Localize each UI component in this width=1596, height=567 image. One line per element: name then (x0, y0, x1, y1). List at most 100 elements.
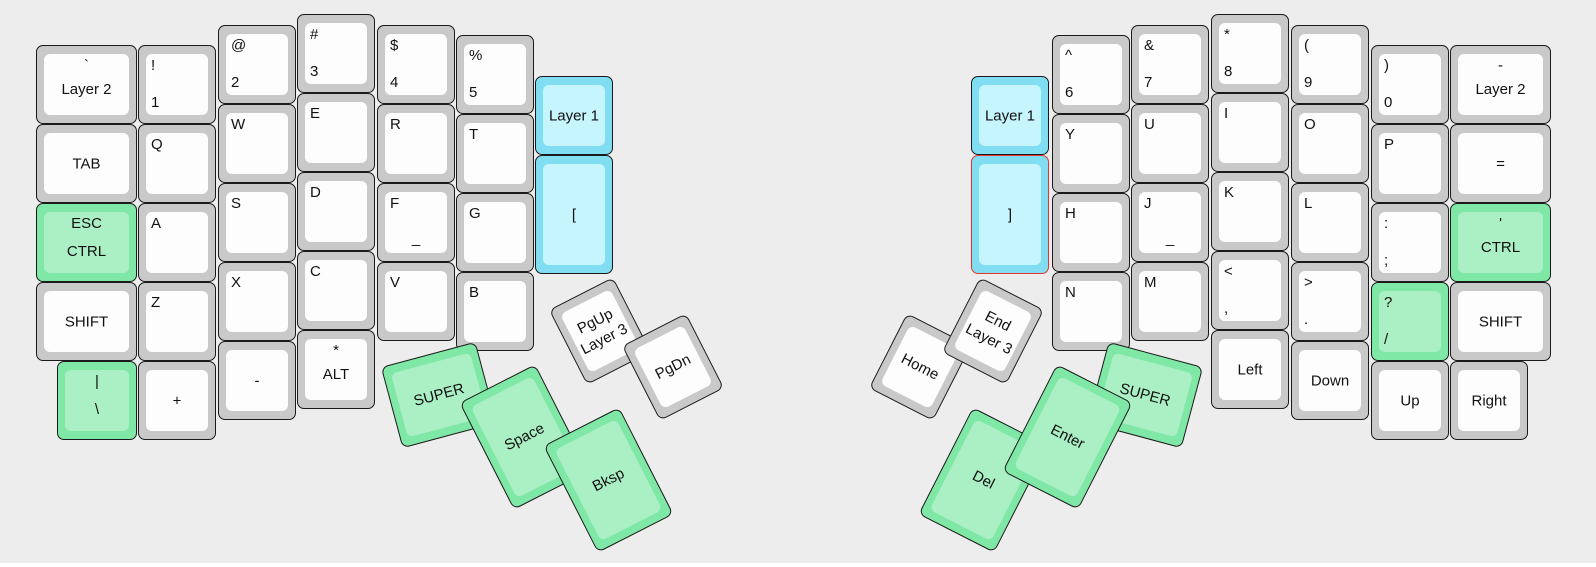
key-l-minus[interactable]: - (218, 341, 296, 420)
keycap-l-z: Z (146, 291, 208, 352)
key-l-alt[interactable]: *ALT (297, 330, 375, 409)
key-l-s[interactable]: S (218, 183, 296, 262)
key-r-m[interactable]: M (1131, 262, 1209, 341)
keycap-r-semi: :; (1379, 212, 1441, 273)
keycap-l-bksp: Bksp (554, 418, 663, 542)
key-r-ctrl[interactable]: 'CTRL (1450, 203, 1551, 282)
keycap-r-left: Left (1219, 339, 1281, 400)
key-l-5[interactable]: %5 (456, 35, 534, 114)
keycap-l-d: D (305, 181, 367, 242)
key-l-w[interactable]: W (218, 104, 296, 183)
key-l-shift[interactable]: SHIFT (36, 282, 137, 361)
key-l-c[interactable]: C (297, 251, 375, 330)
legend-main-r-semi: ; (1384, 252, 1389, 269)
keycap-r-h: H (1060, 202, 1122, 263)
key-l-b[interactable]: B (456, 272, 534, 351)
keycap-r-equal: = (1458, 133, 1543, 194)
key-r-j[interactable]: J_ (1131, 183, 1209, 262)
key-r-semi[interactable]: :; (1371, 203, 1449, 282)
key-l-layer2[interactable]: `Layer 2 (36, 45, 137, 124)
key-l-e[interactable]: E (297, 93, 375, 172)
keycap-l-5: %5 (464, 44, 526, 105)
key-r-n[interactable]: N (1052, 272, 1130, 351)
legend-main-l-r: R (390, 116, 401, 133)
key-l-3[interactable]: #3 (297, 14, 375, 93)
key-l-a[interactable]: A (138, 203, 216, 282)
key-r-period[interactable]: >. (1291, 262, 1369, 341)
key-l-f[interactable]: F_ (377, 183, 455, 262)
key-l-tab[interactable]: TAB (36, 124, 137, 203)
key-r-shift[interactable]: SHIFT (1450, 282, 1551, 361)
key-l-g[interactable]: G (456, 193, 534, 272)
key-r-down[interactable]: Down (1291, 341, 1369, 420)
key-r-l[interactable]: L (1291, 183, 1369, 262)
legend-main-r-u: U (1144, 116, 1155, 133)
key-l-lbracket[interactable]: [ (535, 155, 613, 274)
legend-main-r-layer1: Layer 1 (984, 107, 1036, 124)
key-r-u[interactable]: U (1131, 104, 1209, 183)
key-r-k[interactable]: K (1211, 172, 1289, 251)
key-r-o[interactable]: O (1291, 104, 1369, 183)
key-l-v[interactable]: V (377, 262, 455, 341)
legend-main-l-c: C (310, 263, 321, 280)
legend-shift-l-4: $ (390, 37, 399, 54)
key-r-p[interactable]: P (1371, 124, 1449, 203)
key-r-6[interactable]: ^6 (1052, 35, 1130, 114)
key-l-1[interactable]: !1 (138, 45, 216, 124)
key-l-pipe[interactable]: |\ (57, 361, 137, 440)
legend-nub-l-f: _ (411, 230, 421, 247)
key-l-d[interactable]: D (297, 172, 375, 251)
key-l-t[interactable]: T (456, 114, 534, 193)
legend-main-r-left: Left (1237, 361, 1263, 378)
keycap-r-0: )0 (1379, 54, 1441, 115)
keycap-r-rbracket: ] (979, 164, 1041, 265)
key-r-left[interactable]: Left (1211, 330, 1289, 409)
keycap-r-l: L (1299, 192, 1361, 253)
key-l-z[interactable]: Z (138, 282, 216, 361)
legend-main-r-8: 8 (1224, 63, 1233, 80)
key-l-x[interactable]: X (218, 262, 296, 341)
key-r-layer1[interactable]: Layer 1 (971, 76, 1049, 155)
keycap-l-a: A (146, 212, 208, 273)
key-r-comma[interactable]: <, (1211, 251, 1289, 330)
key-r-equal[interactable]: = (1450, 124, 1551, 203)
keycap-l-t: T (464, 123, 526, 184)
key-l-q[interactable]: Q (138, 124, 216, 203)
legend-main-r-9: 9 (1304, 74, 1313, 91)
key-r-0[interactable]: )0 (1371, 45, 1449, 124)
key-l-r[interactable]: R (377, 104, 455, 183)
key-r-9[interactable]: (9 (1291, 25, 1369, 104)
key-l-4[interactable]: $4 (377, 25, 455, 104)
legend-main-l-escctrl: CTRL (66, 243, 107, 260)
key-r-7[interactable]: &7 (1131, 25, 1209, 104)
key-l-2[interactable]: @2 (218, 25, 296, 104)
key-l-plus[interactable]: + (138, 361, 216, 440)
key-r-up[interactable]: Up (1371, 361, 1449, 440)
legend-main-l-v: V (390, 274, 401, 291)
key-r-rbracket[interactable]: ] (971, 155, 1049, 274)
legend-main-r-h: H (1065, 205, 1076, 222)
key-l-layer1[interactable]: Layer 1 (535, 76, 613, 155)
key-r-i[interactable]: I (1211, 93, 1289, 172)
key-r-y[interactable]: Y (1052, 114, 1130, 193)
keycap-r-slash: ?/ (1379, 291, 1441, 352)
legend-main-l-t: T (469, 126, 479, 143)
legend-shift-r-semi: : (1384, 215, 1389, 232)
keycap-l-layer1: Layer 1 (543, 85, 605, 146)
key-r-8[interactable]: *8 (1211, 14, 1289, 93)
key-r-slash[interactable]: ?/ (1371, 282, 1449, 361)
keycap-l-v: V (385, 271, 447, 332)
keycap-r-y: Y (1060, 123, 1122, 184)
keycap-l-minus: - (226, 350, 288, 411)
keycap-l-s: S (226, 192, 288, 253)
key-r-layer2[interactable]: -Layer 2 (1450, 45, 1551, 124)
key-r-h[interactable]: H (1052, 193, 1130, 272)
legend-main-r-p: P (1384, 136, 1395, 153)
keycap-r-m: M (1139, 271, 1201, 332)
key-r-right[interactable]: Right (1450, 361, 1528, 440)
legend-main-l-lbracket: [ (571, 206, 577, 223)
